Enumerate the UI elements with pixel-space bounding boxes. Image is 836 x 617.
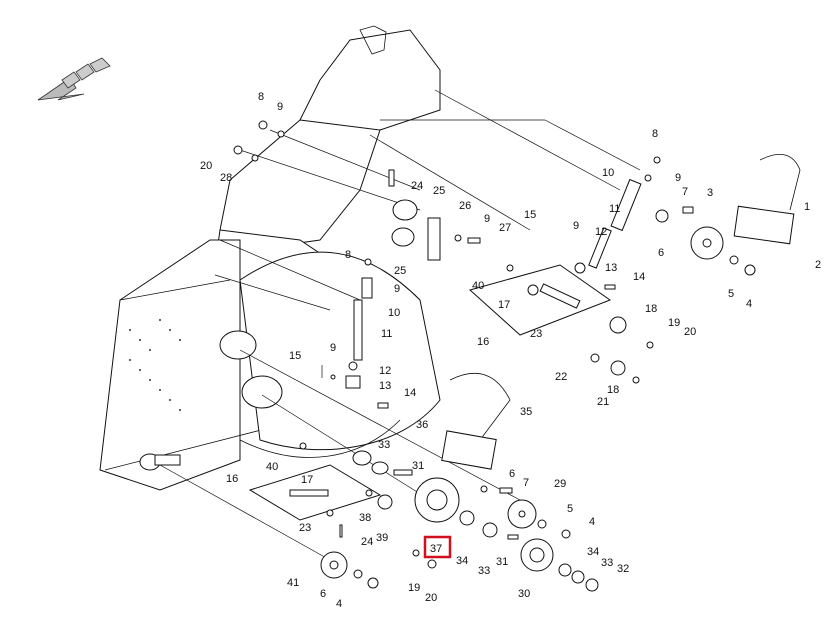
callout-label: 17 [301,474,313,486]
callout-label: 16 [226,473,238,485]
callout-label: 17 [498,299,510,311]
callout-label: 6 [658,247,664,259]
callout-label: 9 [277,101,283,113]
part-callouts: 8 9 20 28 24 25 26 9 27 25 8 9 10 11 15 … [200,91,821,610]
callout-label: 12 [379,365,391,377]
callout-label: 32 [617,563,629,575]
callout-label: 6 [509,468,515,480]
callout-label: 20 [200,160,212,172]
callout-label: 5 [728,288,734,300]
callout-label: 7 [523,477,529,489]
callout-label: 1 [804,201,810,213]
callout-label: 9 [675,172,681,184]
callout-label: 30 [518,588,530,600]
callout-label: 29 [554,478,566,490]
callout-label: 4 [746,298,752,310]
callout-label: 4 [589,516,595,528]
machine-frame [99,25,441,491]
callout-label: 15 [289,350,301,362]
callout-label: 10 [602,167,614,179]
callout-label: 24 [411,180,423,192]
callout-label: 16 [477,336,489,348]
callout-label: 39 [376,532,388,544]
callout-label: 13 [379,380,391,392]
callout-label: 34 [587,546,599,558]
callout-label: 4 [336,598,342,610]
callout-label: 9 [330,342,336,354]
callout-label: 31 [496,556,508,568]
bolt-and-nut-parts [233,120,481,409]
callout-label: 38 [359,512,371,524]
callout-label: 11 [609,203,620,215]
callout-label: 33 [378,439,390,451]
callout-label: 18 [645,303,657,315]
callout-label: 20 [425,592,437,604]
callout-label: 20 [684,326,696,338]
callout-label: 33 [601,557,613,569]
callout-label: 8 [258,91,264,103]
highlighted-callout-37[interactable]: 37 [423,535,452,559]
callout-label: 28 [220,172,232,184]
callout-label: 35 [520,406,532,418]
callout-label: 8 [345,249,351,261]
callout-label: 27 [499,222,511,234]
callout-label: 9 [573,220,579,232]
leader-lines [159,89,641,561]
callout-label: 25 [433,185,445,197]
callout-label: 3 [707,187,713,199]
callout-label: 6 [320,588,326,600]
callout-label: 22 [555,371,567,383]
callout-label: 2 [815,259,821,271]
callout-label: 31 [412,460,424,472]
callout-label: 7 [682,186,688,198]
callout-label: 14 [404,387,416,399]
callout-label: 40 [472,280,484,292]
callout-label: 33 [478,565,490,577]
callout-label: 13 [605,262,617,274]
callout-label: 18 [607,384,619,396]
callout-label: 25 [394,265,406,277]
callout-label: 36 [416,419,428,431]
callout-label-37: 37 [430,543,442,555]
callout-label: 11 [381,328,392,340]
tensioner-assembly [468,153,801,384]
callout-label: 14 [633,271,645,283]
callout-label: 34 [456,555,468,567]
callout-label: 9 [394,283,400,295]
callout-label: 23 [530,328,542,340]
callout-label: 19 [668,317,680,329]
callout-label: 9 [484,213,490,225]
callout-label: 23 [299,522,311,534]
callout-label: 5 [567,503,573,515]
callout-label: 8 [652,128,658,140]
callout-label: 24 [361,536,373,548]
callout-label: 41 [287,577,299,589]
callout-label: 12 [595,226,607,238]
drive-sprocket-assembly [248,372,599,592]
callout-label: 19 [408,582,420,594]
direction-arrow-icon [37,57,111,101]
callout-label: 10 [388,307,400,319]
callout-label: 26 [459,200,471,212]
callout-label: 40 [266,461,278,473]
callout-label: 15 [524,209,536,221]
callout-label: 21 [597,396,609,408]
